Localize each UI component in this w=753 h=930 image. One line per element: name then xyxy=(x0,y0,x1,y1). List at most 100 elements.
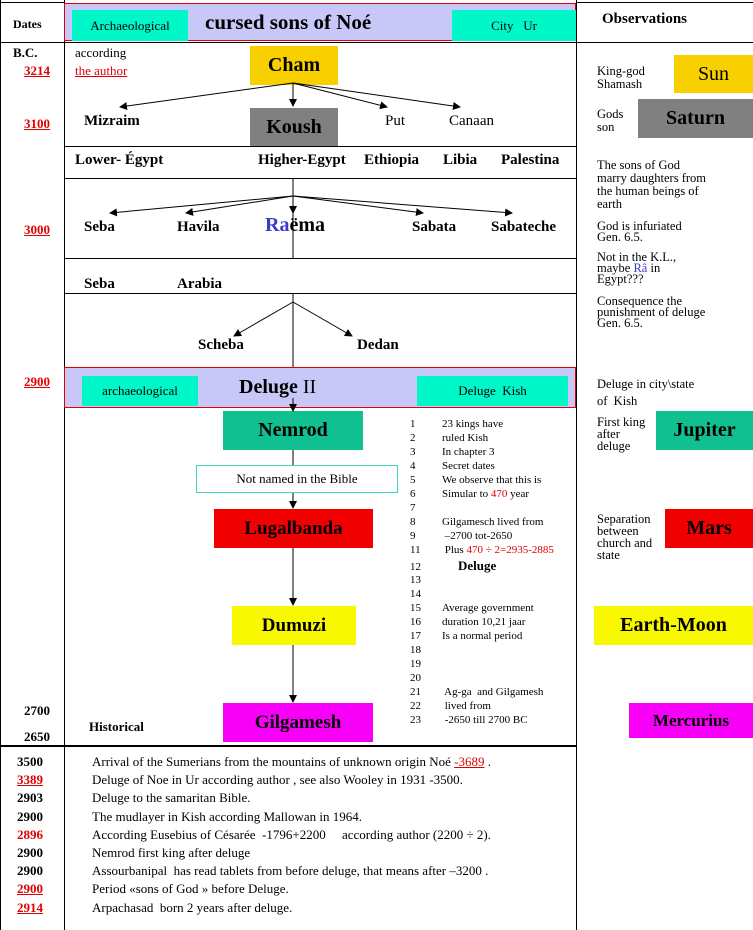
put-label: Put xyxy=(385,113,406,129)
note-row: 21 Ag-ga and Gilgamesh xyxy=(410,686,543,698)
mercurius-box: Mercurius xyxy=(629,703,753,738)
note-number: 17 xyxy=(410,630,421,642)
note-text: We observe that this is xyxy=(442,474,542,486)
date-2650: 2650 xyxy=(24,729,50,744)
frame-left-border xyxy=(0,0,1,930)
arrow-koush-havila xyxy=(185,195,294,216)
nemrod-box: Nemrod xyxy=(223,411,363,450)
event-text: Assourbanipal has read tablets from befo… xyxy=(92,863,488,879)
according-label: according xyxy=(75,45,127,60)
obs-line: state xyxy=(597,548,620,562)
header-bottom-line xyxy=(0,42,753,43)
note-number: 19 xyxy=(410,658,421,670)
note-row: 11 Plus 470 ÷ 2=2935-2885 xyxy=(410,544,554,556)
note-heading: Deluge xyxy=(458,558,497,573)
event-text: The mudlayer in Kish according Mallowan … xyxy=(92,809,362,825)
arrow-raema-scheba xyxy=(233,301,294,337)
obs-line: Egypt??? xyxy=(597,272,644,286)
row-line-seba-bottom xyxy=(64,293,576,294)
arrow-raema-dedan xyxy=(292,301,353,337)
note-text-highlight: 470 ÷ 2=2935-2885 xyxy=(466,544,554,556)
note-text: Plus xyxy=(442,544,467,556)
archaeological-tag: Archaeological xyxy=(72,10,188,41)
the-author-link[interactable]: the author xyxy=(75,63,128,78)
obs-line: Separation xyxy=(597,512,651,526)
obs-line: after xyxy=(597,427,620,441)
event-date-link[interactable]: -3689 xyxy=(454,754,485,769)
cham-box: Cham xyxy=(250,46,338,85)
region-palestina: Palestina xyxy=(501,152,560,168)
date-3214[interactable]: 3214 xyxy=(24,63,50,78)
date-3000[interactable]: 3000 xyxy=(24,222,50,237)
note-text: Ag-ga and Gilgamesh xyxy=(442,686,544,698)
event-text-main: Nemrod first king after deluge xyxy=(92,845,251,860)
event-row: 2914 Arpachasad born 2 years after deluge… xyxy=(0,900,576,917)
note-text: duration 10,21 jaar xyxy=(442,616,526,628)
obs-king-god-line: King-god xyxy=(597,64,645,78)
note-text: Secret dates xyxy=(442,460,495,472)
note-number: 12 xyxy=(410,561,421,573)
event-text: Deluge of Noe in Ur according author , s… xyxy=(92,772,463,788)
bc-label: B.C. xyxy=(13,45,38,60)
row-line-regions-top xyxy=(64,146,576,147)
event-date: 2900 xyxy=(17,808,43,824)
note-number: 23 xyxy=(410,714,421,726)
obs-line: God is infuriated xyxy=(597,219,682,233)
event-date[interactable]: 2900 xyxy=(17,881,43,897)
note-text: Average government xyxy=(442,602,534,614)
note-row: 23 -2650 till 2700 BC xyxy=(410,714,528,726)
dedan-label: Dedan xyxy=(357,337,399,353)
event-text: Arpachasad born 2 years after deluge. xyxy=(92,900,292,916)
event-row: 2900 Period «sons of God » before Deluge. xyxy=(0,881,576,898)
date-3100[interactable]: 3100 xyxy=(24,116,50,131)
gilgamesh-box: Gilgamesh xyxy=(223,703,373,742)
saturn-box: Saturn xyxy=(638,99,753,138)
event-text: Arrival of the Sumerians from the mounta… xyxy=(92,754,491,770)
obs-line: of Kish xyxy=(597,394,638,408)
havila-label: Havila xyxy=(177,219,220,235)
note-text: Gilgamesch lived from xyxy=(442,516,544,528)
ra-highlight: Râ xyxy=(633,261,648,275)
obs-separation: Separation between church and state xyxy=(597,512,653,562)
event-date: 2900 xyxy=(17,863,43,879)
arrow-koush-sabata xyxy=(292,195,424,217)
arabia-label: Arabia xyxy=(177,276,222,292)
arrow-koush-seba xyxy=(109,195,294,217)
event-text: Period «sons of God » before Deluge. xyxy=(92,881,289,897)
observations-header: Observations xyxy=(602,11,688,27)
arrow-cham-put xyxy=(292,82,388,110)
obs-line: church and xyxy=(597,536,653,550)
event-date[interactable]: 2914 xyxy=(17,899,43,915)
date-2900[interactable]: 2900 xyxy=(24,374,50,389)
event-text: Nemrod first king after deluge xyxy=(92,845,250,861)
obs-line: earth xyxy=(597,197,622,211)
lugalbanda-box: Lugalbanda xyxy=(214,509,373,548)
dumuzi-box: Dumuzi xyxy=(232,606,356,645)
obs-text: maybe xyxy=(597,261,634,275)
note-text: –2700 tot-2650 xyxy=(442,530,513,542)
obs-gods-son: Gods son xyxy=(597,108,623,134)
not-named-box: Not named in the Bible xyxy=(196,465,398,493)
scheba-label: Scheba xyxy=(198,337,244,353)
obs-line: deluge xyxy=(597,439,631,453)
deluge-kish-tag: Deluge Kish xyxy=(417,376,568,406)
note-row: 22 lived from xyxy=(410,700,491,712)
note-number: 5 xyxy=(410,474,416,486)
event-date[interactable]: 3389 xyxy=(17,772,43,788)
note-row: 7 xyxy=(410,502,442,514)
obs-shamash-line: Shamash xyxy=(597,77,643,91)
arrow-cham-canaan xyxy=(292,82,461,110)
obs-line: maybe Râ in xyxy=(597,261,676,275)
seba-label: Seba xyxy=(84,219,115,235)
koush-box: Koush xyxy=(250,108,338,146)
event-row: 3389 Deluge of Noe in Ur according author… xyxy=(0,772,576,789)
raema-prefix: Ra xyxy=(265,214,290,236)
note-number: 16 xyxy=(410,616,421,628)
